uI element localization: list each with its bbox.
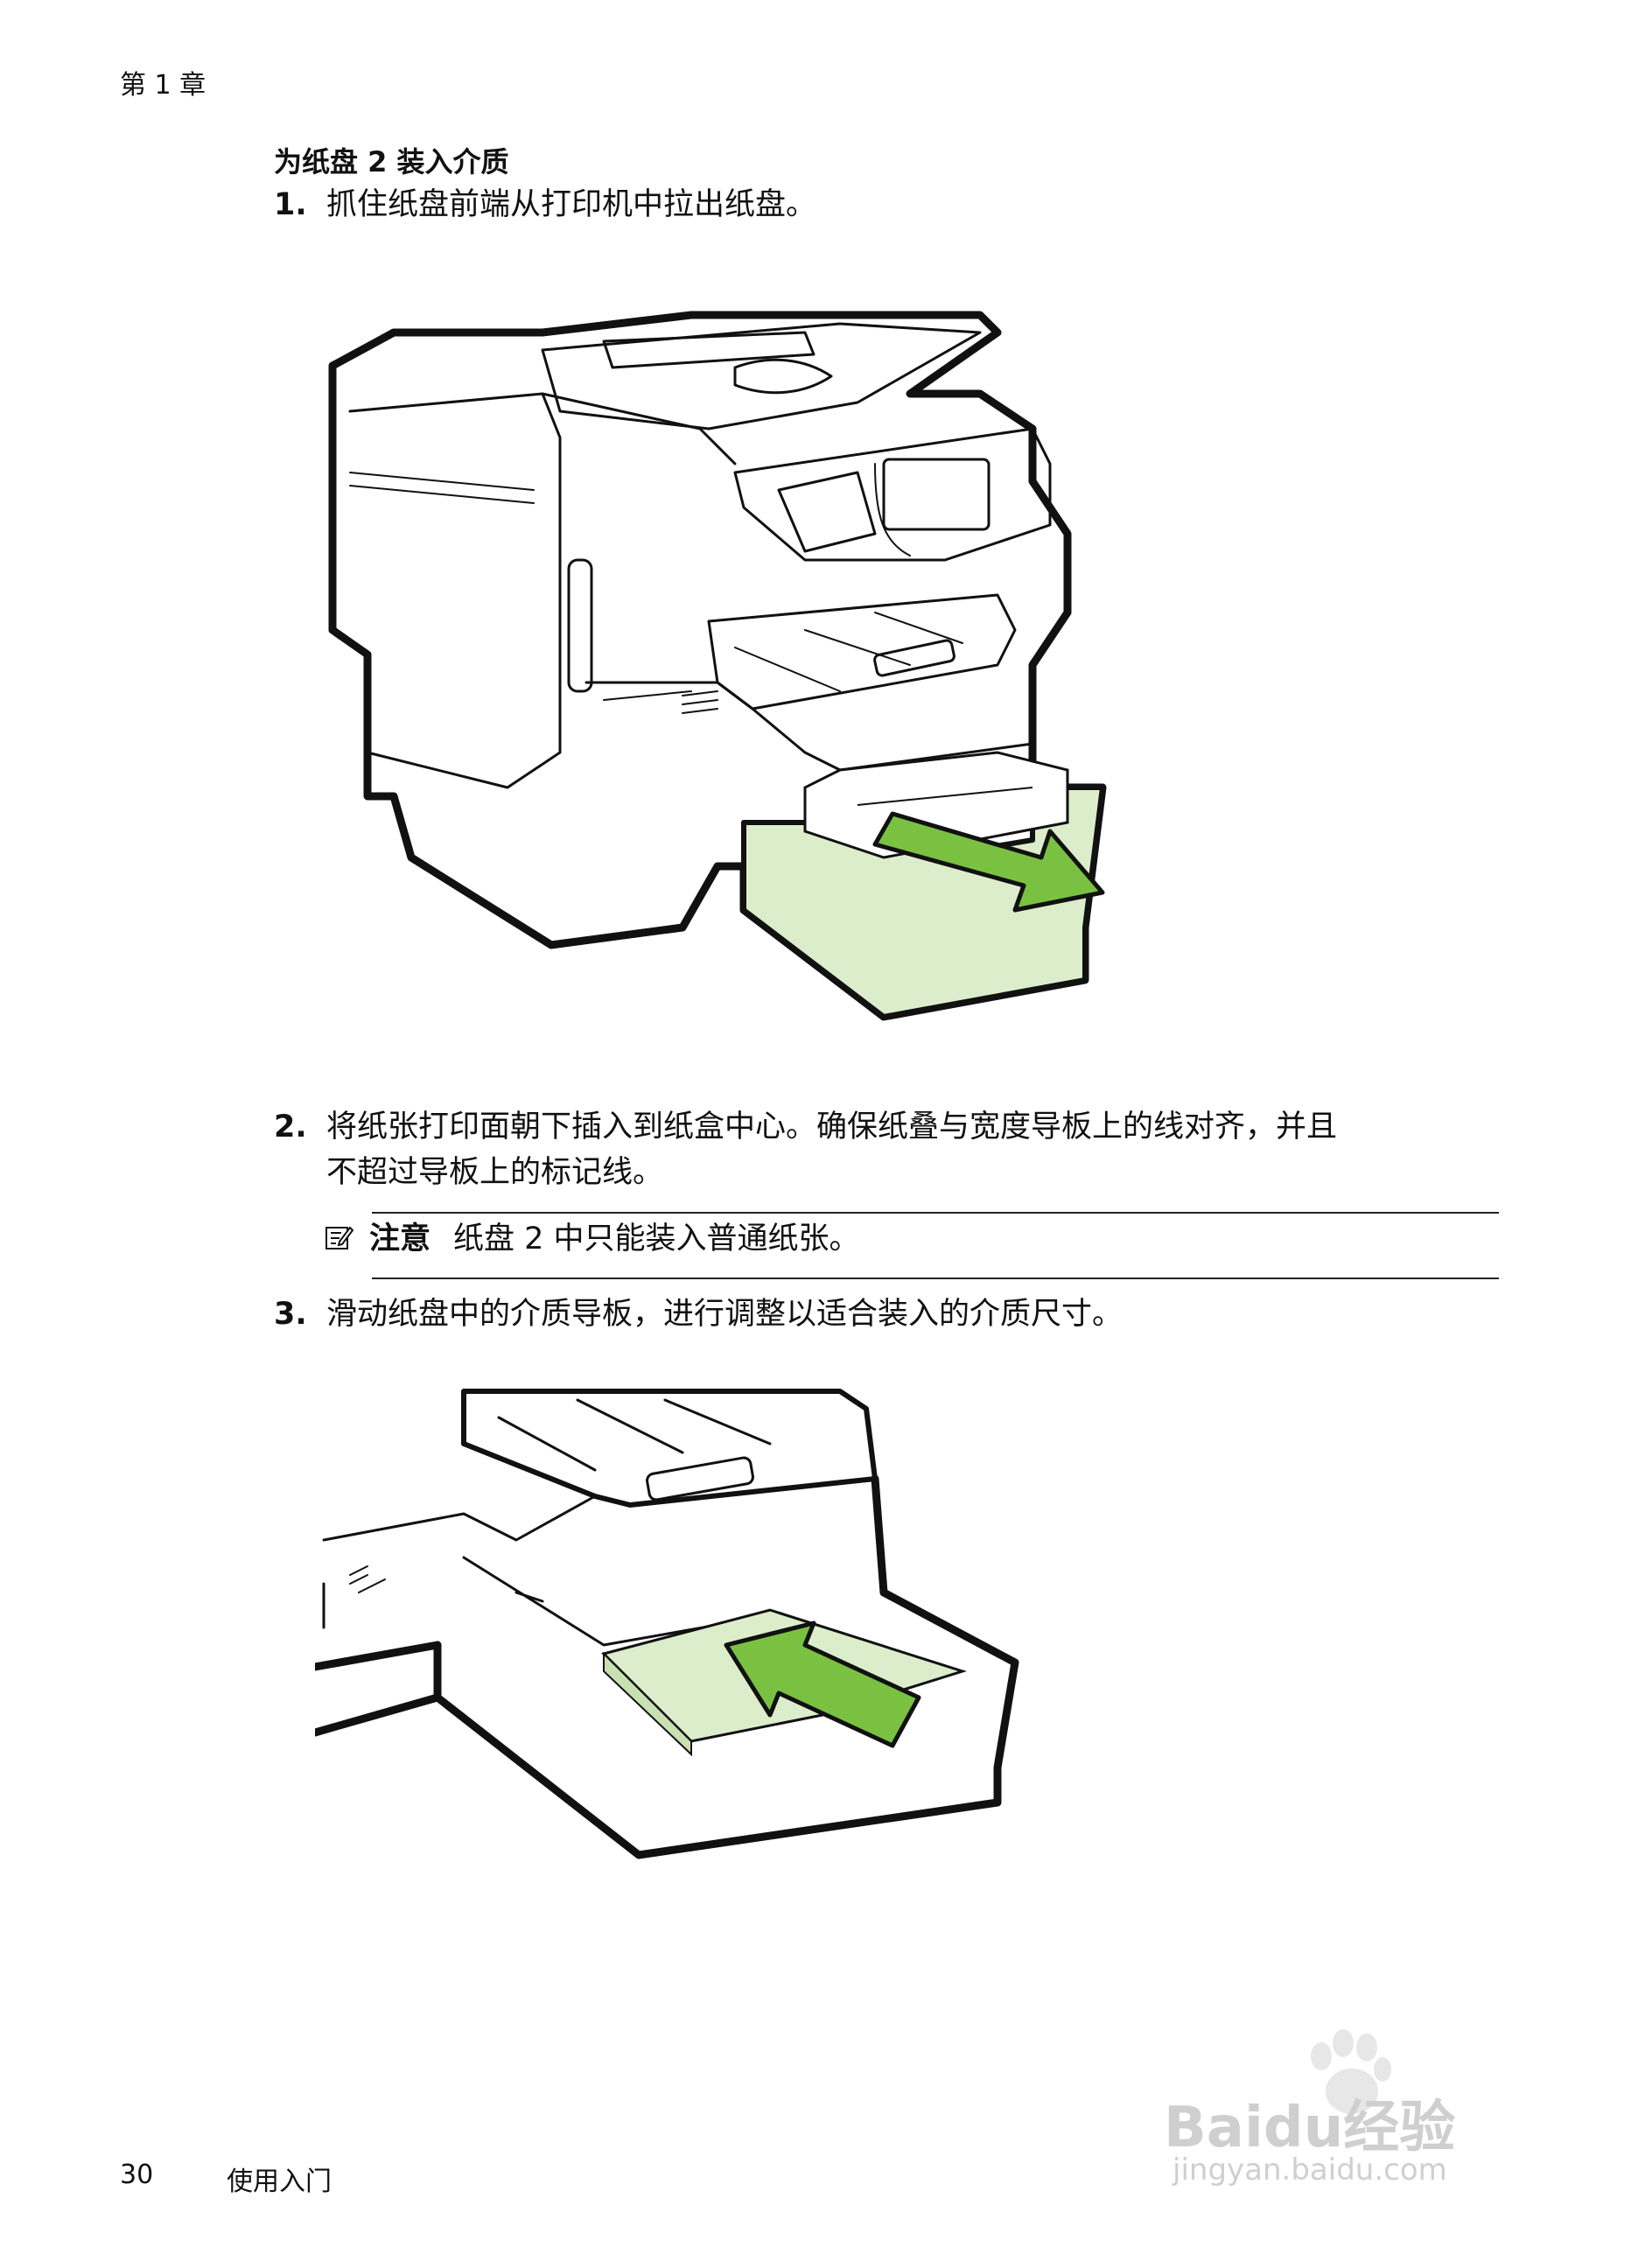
note-text: 纸盘 2 中只能装入普通纸张。 — [453, 1222, 860, 1256]
step-1: 1. 抓住纸盘前端从打印机中拉出纸盘。 — [274, 182, 1499, 234]
printer-tray-pull-out-illustration — [328, 311, 1107, 1021]
step-2: 2. 将纸张打印面朝下插入到纸盒中心。确保纸叠与宽度导板上的线对齐，并且 不超过… — [274, 1104, 1499, 1209]
watermark-url: jingyan.baidu.com — [1172, 2152, 1447, 2188]
note-pencil-icon — [326, 1226, 354, 1250]
tray-load-paper-illustration — [315, 1389, 1019, 1859]
note-label: 注意 — [369, 1222, 431, 1256]
note: 注意纸盘 2 中只能装入普通纸张。 — [324, 1216, 860, 1269]
step-text: 抓住纸盘前端从打印机中拉出纸盘。 — [326, 187, 817, 222]
page-number: 30 — [120, 2160, 154, 2190]
step-number: 2. — [274, 1110, 307, 1144]
step-number: 1. — [274, 187, 307, 222]
watermark: Baidu经验 jingyan.baidu.com — [1164, 2029, 1549, 2188]
arrow-pull-icon — [872, 811, 1105, 913]
arrow-push-icon — [724, 1620, 921, 1748]
watermark-brand: Baidu经验 — [1164, 2096, 1456, 2160]
chapter-label: 第 1 章 — [120, 70, 206, 101]
step-number: 3. — [274, 1297, 307, 1332]
step-text-line-1: 将纸张打印面朝下插入到纸盒中心。确保纸叠与宽度导板上的线对齐，并且 — [326, 1110, 1338, 1144]
note-top-rule — [372, 1212, 1499, 1214]
section-title: 为纸盘 2 装入介质 — [274, 145, 509, 178]
step-3: 3. 滑动纸盘中的介质导板，进行调整以适合装入的介质尺寸。 — [274, 1292, 1499, 1344]
step-text: 滑动纸盘中的介质导板，进行调整以适合装入的介质尺寸。 — [326, 1297, 1124, 1332]
footer-section: 使用入门 — [227, 2166, 332, 2197]
note-bottom-rule — [372, 1278, 1499, 1279]
paw-logo-icon — [1311, 2029, 1391, 2114]
step-text-line-2: 不超过导板上的标记线。 — [326, 1155, 664, 1190]
